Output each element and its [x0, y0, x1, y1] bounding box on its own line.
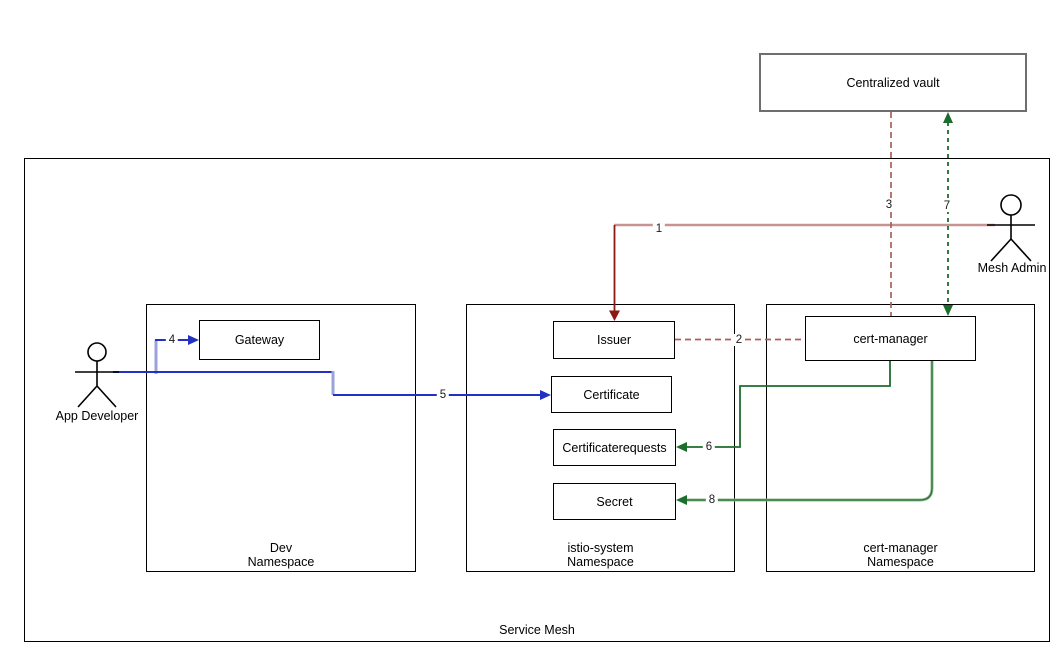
node-secret: Secret [553, 483, 676, 520]
dev-namespace-label: Dev Namespace [146, 541, 416, 569]
gateway-label: Gateway [234, 333, 285, 347]
edge-6-label: 6 [702, 441, 716, 453]
edge-7-label: 7 [940, 200, 954, 212]
edge-4-label: 4 [165, 334, 179, 346]
cert-manager-namespace-label-line1: cert-manager [863, 541, 938, 555]
certificate-label: Certificate [583, 387, 640, 402]
mesh-admin-label: Mesh Admin [977, 261, 1047, 275]
certificaterequests-label: Certificaterequests [562, 440, 667, 455]
istio-system-namespace-label-line2: Namespace [567, 554, 634, 569]
issuer-label: Issuer [596, 333, 632, 347]
centralized-vault-label: Centralized vault [846, 75, 940, 90]
edge-8-label: 8 [705, 494, 719, 506]
dev-namespace-label-line1: Dev [269, 541, 293, 555]
node-cert-manager: cert-manager [805, 316, 976, 361]
cert-manager-label: cert-manager [853, 331, 928, 346]
node-certificate: Certificate [551, 376, 672, 413]
cert-manager-namespace-label: cert-manager Namespace [766, 541, 1035, 569]
node-certificaterequests: Certificaterequests [553, 429, 676, 466]
istio-system-namespace-label: istio-system Namespace [466, 541, 735, 569]
container-dev-namespace [146, 304, 416, 572]
app-developer-label: App Developer [55, 409, 139, 423]
edge-3-label: 3 [882, 199, 896, 211]
node-issuer: Issuer [553, 321, 675, 359]
service-mesh-label: Service Mesh [499, 623, 575, 637]
secret-label: Secret [596, 494, 633, 509]
cert-manager-namespace-label-line2: Namespace [867, 554, 934, 569]
node-centralized-vault: Centralized vault [759, 53, 1027, 112]
edge-5-label: 5 [436, 389, 450, 401]
edge-7-arrowhead-up [943, 112, 953, 123]
edge-2-label: 2 [732, 334, 746, 346]
container-service-mesh [24, 158, 1050, 642]
edge-1-label: 1 [652, 223, 666, 235]
dev-namespace-label-line2: Namespace [247, 554, 315, 569]
node-gateway: Gateway [199, 320, 320, 360]
istio-system-namespace-label-line1: istio-system [567, 541, 634, 555]
